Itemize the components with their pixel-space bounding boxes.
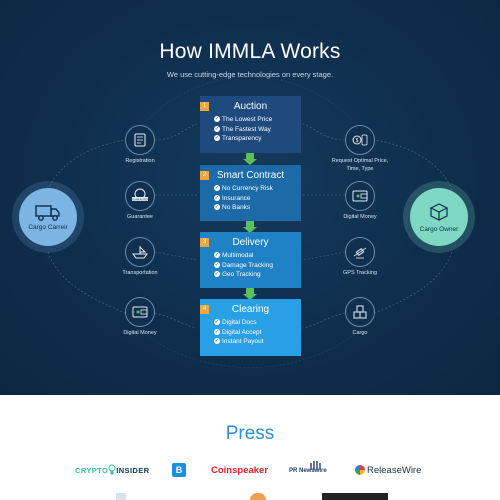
boxes-icon <box>345 297 375 327</box>
stage-item: ✓Transparency <box>214 135 262 142</box>
bulb-icon <box>108 464 116 475</box>
stage-auction: 1 Auction ✓The Lowest Price ✓The Fastest… <box>200 96 301 153</box>
stage-item: ✓No Banks <box>214 204 251 211</box>
stage-number: 1 <box>200 102 209 111</box>
request-price-icon: $ <box>345 125 375 155</box>
more-press-logos <box>0 493 500 500</box>
registration-icon <box>125 125 155 155</box>
check-icon: ✓ <box>214 328 220 335</box>
partial-logo <box>116 493 126 500</box>
press-title: Press <box>225 423 275 444</box>
stage-clearing: 4 Clearing ✓Digital Docs ✓Digital Accept… <box>200 299 301 356</box>
stage-number: 3 <box>200 238 209 247</box>
node-registration: Registration <box>100 125 180 166</box>
down-arrow-icon <box>243 221 257 233</box>
check-icon: ✓ <box>214 338 220 344</box>
down-arrow-icon <box>243 153 257 165</box>
stage-item: ✓Damage Tracking <box>214 261 273 269</box>
node-transportation: Transportation <box>100 237 180 278</box>
cargo-owner-node: Cargo Owner <box>403 181 475 253</box>
stage-smart-contract: 2 Smart Contract ✓No Currency Risk ✓Insu… <box>200 165 301 221</box>
stage-item: ✓The Lowest Price <box>214 116 273 123</box>
node-guarantee: GUARANTEE Guarantee <box>100 181 180 222</box>
check-icon: ✓ <box>214 116 220 122</box>
stage-item: ✓The Fastest Way <box>214 125 271 133</box>
stage-title: Auction <box>233 101 268 112</box>
boxes-icon <box>429 202 449 221</box>
cargo-owner-label: Cargo Owner <box>419 225 459 233</box>
crypto-insider-logo[interactable]: CRYPTO INSIDER <box>75 464 150 475</box>
down-arrow-icon <box>243 288 257 300</box>
coinspeaker-logo[interactable]: Coinspeaker <box>211 464 269 476</box>
how-it-works-section: How IMMLA Works We use cutting-edge tech… <box>0 0 500 395</box>
check-icon: ✓ <box>214 185 220 191</box>
check-icon: ✓ <box>214 319 220 325</box>
wallet-icon <box>125 297 155 327</box>
stage-item: ✓Multimodal <box>214 252 254 259</box>
press-logos: CRYPTO INSIDER B Coinspeaker PR Newswire… <box>0 460 500 480</box>
stage-title: Clearing <box>231 304 270 315</box>
stage-number: 2 <box>200 171 209 180</box>
stage-item: ✓Insurance <box>214 194 251 202</box>
flow-lines <box>47 76 453 368</box>
node-digital-money-left: Digital Money <box>100 297 180 338</box>
check-icon: ✓ <box>214 261 220 268</box>
node-gps-tracking: GPS Tracking <box>320 237 400 278</box>
partial-logo <box>322 493 388 500</box>
node-cargo: Cargo <box>320 297 400 338</box>
satellite-icon <box>345 237 375 267</box>
svg-text:GUARANTEE: GUARANTEE <box>131 197 150 201</box>
stage-item: ✓Digital Docs <box>214 319 257 326</box>
node-digital-money-right: Digital Money <box>320 181 400 222</box>
prnewswire-logo[interactable]: PR Newswire <box>289 460 327 480</box>
stage-number: 4 <box>200 305 209 314</box>
stage-title: Delivery <box>232 237 269 248</box>
releasewire-mark-icon <box>355 465 365 475</box>
stage-item: ✓No Currency Risk <box>214 185 273 192</box>
svg-text:$: $ <box>356 138 359 144</box>
cargo-carrier-label: Cargo Carreir <box>28 223 68 231</box>
stage-delivery: 3 Delivery ✓Multimodal ✓Damage Tracking … <box>200 232 301 288</box>
partial-logo <box>250 493 266 500</box>
check-icon: ✓ <box>214 252 220 258</box>
stage-item: ✓Digital Accept <box>214 328 262 336</box>
releasewire-logo[interactable]: ReleaseWire <box>355 460 421 480</box>
node-request-price: $ Request Optimal Price, Time, Type <box>320 125 400 173</box>
cargo-carrier-node: Cargo Carreir <box>12 181 84 253</box>
stage-item: ✓Geo Tracking <box>214 271 261 278</box>
bitcoin-news-logo[interactable]: B <box>172 460 186 480</box>
check-icon: ✓ <box>214 194 220 201</box>
check-icon: ✓ <box>214 125 220 132</box>
wallet-icon <box>345 181 375 211</box>
check-icon: ✓ <box>214 135 220 141</box>
check-icon: ✓ <box>214 271 220 277</box>
section-title: How IMMLA Works <box>159 40 341 63</box>
section-subtitle: We use cutting-edge technologies on ever… <box>166 70 334 79</box>
prnewswire-mark-icon <box>310 461 321 470</box>
stage-title: Smart Contract <box>216 170 285 181</box>
stage-item: ✓Instant Payout <box>214 338 264 345</box>
truck-icon <box>35 204 60 221</box>
guarantee-icon: GUARANTEE <box>125 181 155 211</box>
check-icon: ✓ <box>214 204 220 210</box>
ship-icon <box>125 237 155 267</box>
